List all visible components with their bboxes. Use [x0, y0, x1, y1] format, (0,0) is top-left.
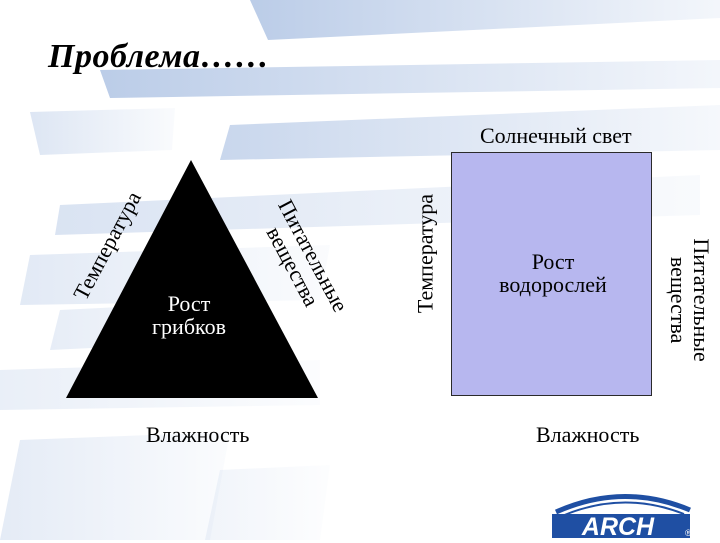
arch-logo-text: ARCH — [581, 513, 655, 538]
square-right-line1: Питательные — [689, 238, 715, 362]
algae-growth-label: Рост водорослей — [470, 250, 636, 296]
algae-growth-line1: Рост — [531, 249, 575, 274]
square-right-label: Питательные вещества — [666, 225, 715, 375]
arch-logo: ARCH ® — [548, 488, 698, 543]
fungi-growth-line1: Рост — [167, 291, 211, 316]
square-bottom-label: Влажность — [536, 422, 640, 447]
slide-title: Проблема…… — [48, 38, 270, 75]
fungi-growth-line2: грибков — [152, 314, 226, 340]
algae-growth-line2: водорослей — [499, 272, 607, 298]
arch-logo-mark: ARCH ® — [552, 494, 692, 541]
square-left-label: Температура — [412, 194, 438, 314]
square-top-label: Солнечный свет — [480, 123, 632, 148]
triangle-bottom-label: Влажность — [146, 422, 250, 447]
square-right-line2: вещества — [666, 256, 691, 344]
arch-logo-registered: ® — [685, 528, 692, 538]
algae-square — [451, 152, 652, 396]
fungi-growth-label: Рост грибков — [134, 292, 244, 338]
